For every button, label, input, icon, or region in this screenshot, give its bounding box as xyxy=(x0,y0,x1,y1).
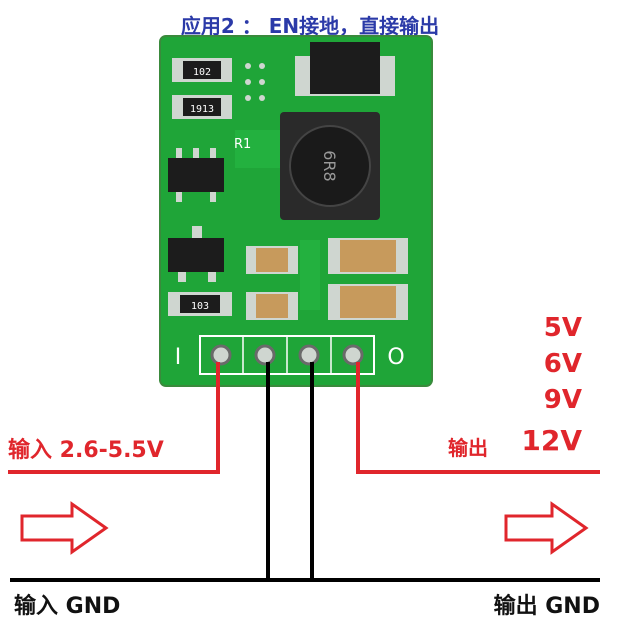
pcb-trace xyxy=(300,240,320,310)
resistor-r102 xyxy=(183,61,221,79)
output-arrow-icon xyxy=(504,501,589,555)
input-wire xyxy=(8,362,220,474)
output-voltage-12v: 12V xyxy=(521,424,582,457)
page-title: 应用2 ： EN接地，直接输出 xyxy=(180,14,440,38)
capacitor-large xyxy=(340,240,396,272)
output-gnd-label: 输出 GND xyxy=(493,594,600,619)
pcb-trace xyxy=(235,130,280,168)
resistor-marking-103: 103 xyxy=(191,301,209,312)
resistor-r1913 xyxy=(183,98,221,116)
pin-gnd xyxy=(254,344,276,366)
resistor-r103 xyxy=(180,295,220,313)
input-gnd-label: 输入 GND xyxy=(14,594,121,619)
output-voltage-6v: 6V xyxy=(543,349,582,379)
output-wire xyxy=(356,362,600,474)
ic-chip xyxy=(168,158,224,192)
sot23-chip xyxy=(310,42,380,94)
transistor-chip xyxy=(168,238,224,272)
resistor-marking-102: 102 xyxy=(193,67,211,78)
inductor-code: 6R8 xyxy=(320,150,339,181)
pin-en xyxy=(298,344,320,366)
inductor-core xyxy=(289,125,371,207)
input-voltage-label: 输入 2.6-5.5V xyxy=(8,438,164,463)
pin-in-label: I xyxy=(175,345,182,370)
output-prefix-label: 输出 xyxy=(448,436,488,460)
resistor-marking-1913: 1913 xyxy=(190,104,214,115)
capacitor xyxy=(256,294,288,318)
output-voltage-5v: 5V xyxy=(543,313,582,343)
output-voltage-9v: 9V xyxy=(543,385,582,415)
output-voltage-list: 5V 6V 9V xyxy=(544,310,582,418)
pin-vin xyxy=(210,344,232,366)
capacitor-large xyxy=(340,286,396,318)
capacitor xyxy=(256,248,288,272)
r1-silkscreen-label: R1 xyxy=(234,137,251,152)
pin-out-label: O xyxy=(387,345,404,370)
pin-vout xyxy=(342,344,364,366)
input-arrow-icon xyxy=(20,501,109,555)
